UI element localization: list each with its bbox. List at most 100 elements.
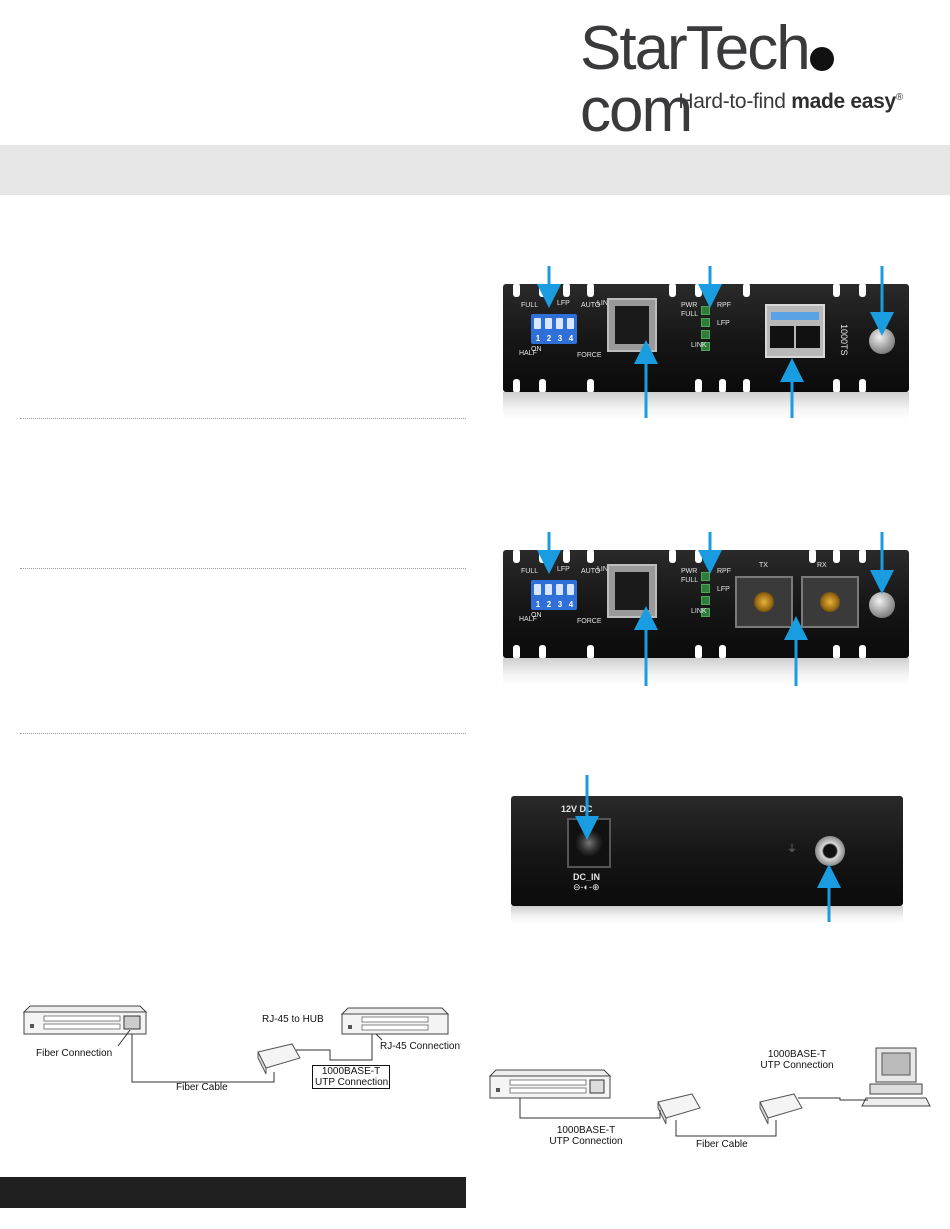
label-utp-connection-top: 1000BASE-T UTP Connection [752,1049,842,1071]
dip-label-on: ON [531,346,542,353]
dip-switch-block[interactable]: 1 2 3 4 [531,580,577,610]
dip-number: 1 [535,600,541,609]
dip-label-lfp: LFP [557,300,570,307]
fiber-cable-line [675,1120,777,1137]
vent-slot [833,645,840,659]
vent-slot [833,379,840,393]
dip-switch-4[interactable] [567,318,574,329]
sc-tx-port[interactable] [735,576,793,628]
front-panel-sc: FULL HALF LFP AUTO FORCE ON 1 2 3 4 LINK… [503,549,909,659]
vent-slot [695,645,702,659]
fiber-connection-pointer [117,1029,131,1047]
label-utp-top-line2: UTP Connection [760,1060,834,1071]
label-utp-line2: UTP Connection [315,1077,389,1088]
label-fiber-cable: Fiber Cable [696,1139,748,1150]
media-converter-icon [759,1093,803,1125]
dip-number: 4 [568,600,574,609]
led-indicator [701,584,710,593]
section-divider [20,568,466,569]
device-reflection [511,906,903,924]
dip-label-half: HALF [519,350,537,357]
vent-slot [587,283,594,297]
dip-switch-1[interactable] [534,318,541,329]
dip-number: 3 [557,600,563,609]
vent-slot [539,645,546,659]
section-divider [20,733,466,734]
vent-slot [539,549,546,563]
dip-number: 1 [535,334,541,343]
device-reflection [503,658,909,686]
dc-power-jack[interactable] [567,818,611,868]
media-converter-icon [257,1043,301,1075]
dip-switch-1[interactable] [534,584,541,595]
label-utp-bottom-line1: 1000BASE-T [556,1125,616,1136]
logo-text-com: com [580,76,693,145]
sfp-latch[interactable] [771,312,819,320]
led-indicator [701,318,710,327]
vent-slot [539,379,546,393]
vent-slot [859,549,866,563]
device-reflection [503,392,909,420]
vent-slot [833,283,840,297]
led-indicator [701,330,710,339]
led-label-link: LINK [691,342,707,349]
dip-label-lfp: LFP [557,566,570,573]
fiber-cable-line [131,1034,275,1083]
dip-switch-block[interactable]: 1 2 3 4 [531,314,577,344]
vent-slot [695,379,702,393]
sc-rx-port[interactable] [801,576,859,628]
vent-slot [743,379,750,393]
dip-label-on: ON [531,612,542,619]
dip-switch-4[interactable] [567,584,574,595]
model-label: 1000TS [839,324,849,356]
led-label-full: FULL [681,577,699,584]
dip-number: 4 [568,334,574,343]
label-utp-line1: 1000BASE-T [321,1066,381,1077]
media-converter-icon [657,1093,701,1125]
vent-slot [719,645,726,659]
led-label-rpf: RPF [717,302,731,309]
tagline-bold: made easy [791,90,896,113]
header-band [0,145,950,195]
section-divider [20,418,466,419]
vent-slot [695,549,702,563]
rj45-port[interactable] [607,298,657,352]
ground-terminal[interactable] [815,836,845,866]
network-diagram-left [22,1005,450,1083]
sfp-port[interactable] [765,304,825,358]
vent-slot [833,549,840,563]
vent-slot [563,549,570,563]
vent-slot [695,283,702,297]
led-label-link: LINK [691,608,707,615]
led-indicator [701,596,710,605]
led-indicator [701,572,710,581]
vent-slot [587,549,594,563]
dip-label-force: FORCE [577,618,602,625]
dip-switch-3[interactable] [556,584,563,595]
polarity-icon: ⊖-◐-⊕ [573,882,600,892]
dip-switch-2[interactable] [545,584,552,595]
label-rj45-to-hub: RJ-45 to HUB [262,1014,324,1025]
label-utp-connection-bottom: 1000BASE-T UTP Connection [540,1125,632,1147]
vent-slot [539,283,546,297]
fiber-core [820,592,840,612]
vent-slot [587,645,594,659]
computer-icon [861,1047,931,1107]
dip-switch-2[interactable] [545,318,552,329]
label-rj45-connection: RJ-45 Connection [380,1041,461,1052]
dip-number: 2 [546,600,552,609]
grounding-screw[interactable] [869,592,895,618]
grounding-screw[interactable] [869,328,895,354]
rear-panel: 12V DC DC_IN ⊖-◐-⊕ ⏚ [511,796,903,906]
port-label-link: LINK [597,566,613,573]
tagline-light: Hard-to-find [678,90,792,113]
vent-slot [513,549,520,563]
vent-slot [743,283,750,297]
logo-tagline: Hard-to-find made easy® [678,90,903,114]
led-label-rpf: RPF [717,568,731,575]
network-diagram-right [488,1047,931,1137]
dip-switch-3[interactable] [556,318,563,329]
rj45-port[interactable] [607,564,657,618]
logo-text-startech: StarTech [580,14,811,83]
logo-wordmark: StarTechcom [580,18,925,142]
